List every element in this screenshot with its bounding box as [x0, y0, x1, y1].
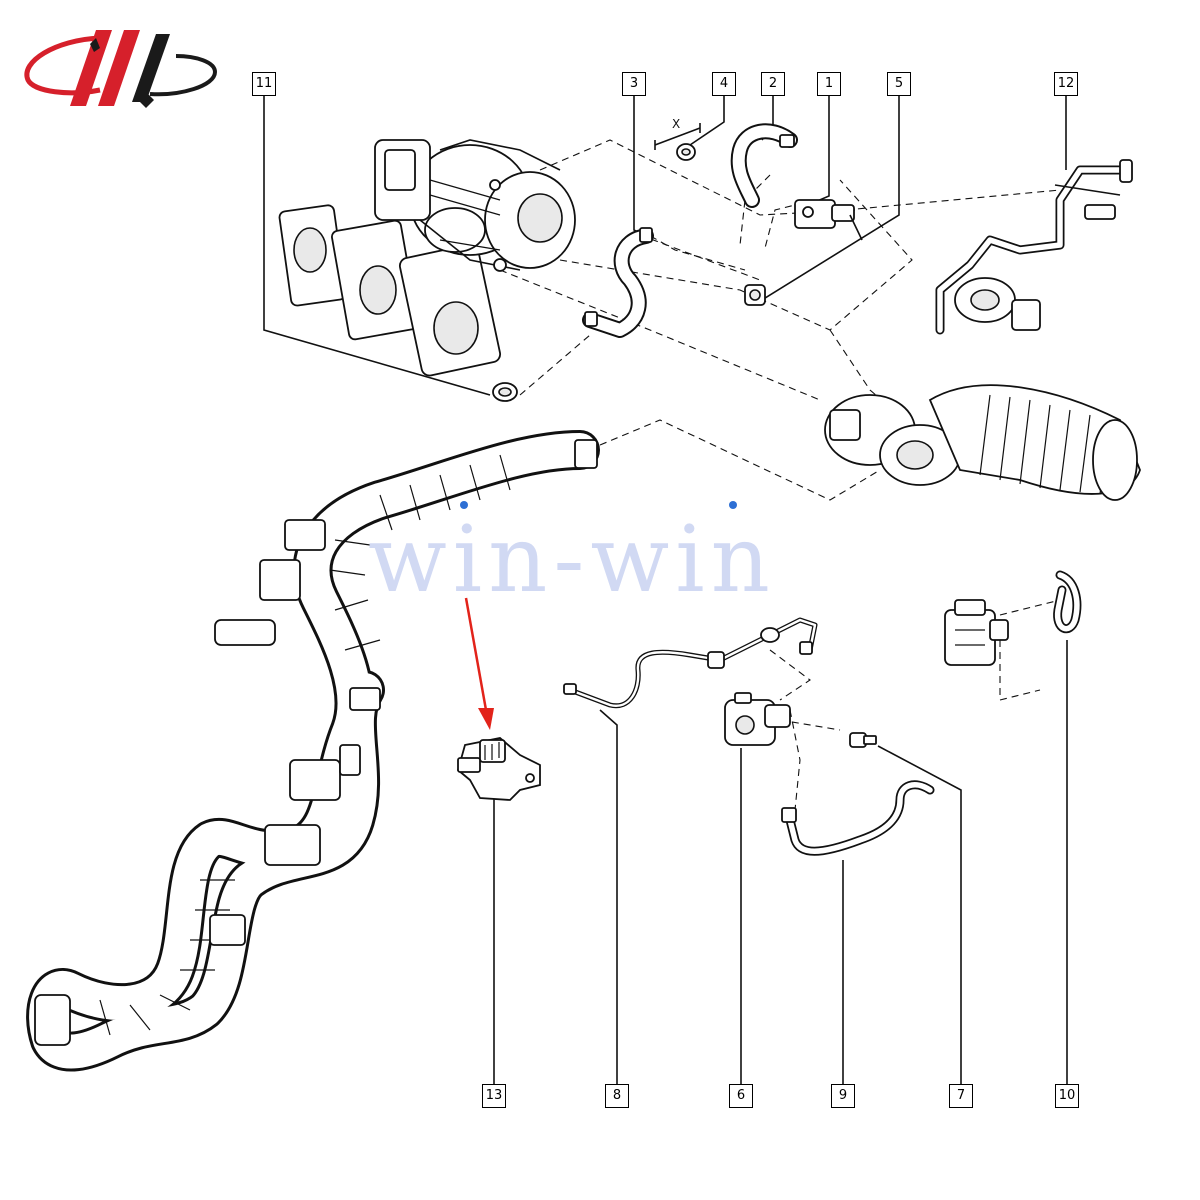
screw-7 [849, 732, 877, 748]
hose-2 [730, 123, 798, 208]
callout-9: 9 [831, 1084, 855, 1108]
callout-7: 7 [949, 1084, 973, 1108]
pipe-assembly-12 [935, 159, 1133, 335]
callout-5: 5 [887, 72, 911, 96]
hose-9 [781, 780, 935, 856]
callout-3: 3 [622, 72, 646, 96]
watermark-text: win-win [368, 506, 776, 613]
bracket-10 [944, 570, 1082, 666]
nut-5 [744, 284, 766, 306]
sensor-bracket-13 [456, 737, 541, 801]
watermark-dot-2 [729, 501, 737, 509]
sensor-6 [724, 692, 791, 746]
callout-8: 8 [605, 1084, 629, 1108]
company-logo [24, 30, 218, 108]
hose-3 [582, 227, 654, 338]
callout-13: 13 [482, 1084, 506, 1108]
clamp-4 [654, 123, 701, 161]
callout-10: 10 [1055, 1084, 1079, 1108]
callout-12: 12 [1054, 72, 1078, 96]
callout-6: 6 [729, 1084, 753, 1108]
turbo-manifold-assembly [278, 139, 576, 377]
watermark-dot-1 [460, 501, 468, 509]
callout-11: 11 [252, 72, 276, 96]
hose-clamp-11 [492, 382, 518, 402]
leader-lines [263, 96, 1068, 1084]
dimension-x-label: X [672, 117, 680, 131]
valve-1 [794, 199, 863, 241]
callout-2: 2 [761, 72, 785, 96]
highlight-arrow [464, 597, 494, 730]
intake-duct-assembly [824, 384, 1141, 501]
wiring-harness-8 [563, 617, 818, 709]
callout-1: 1 [817, 72, 841, 96]
callout-4: 4 [712, 72, 736, 96]
intercooler-hose [26, 430, 600, 1072]
